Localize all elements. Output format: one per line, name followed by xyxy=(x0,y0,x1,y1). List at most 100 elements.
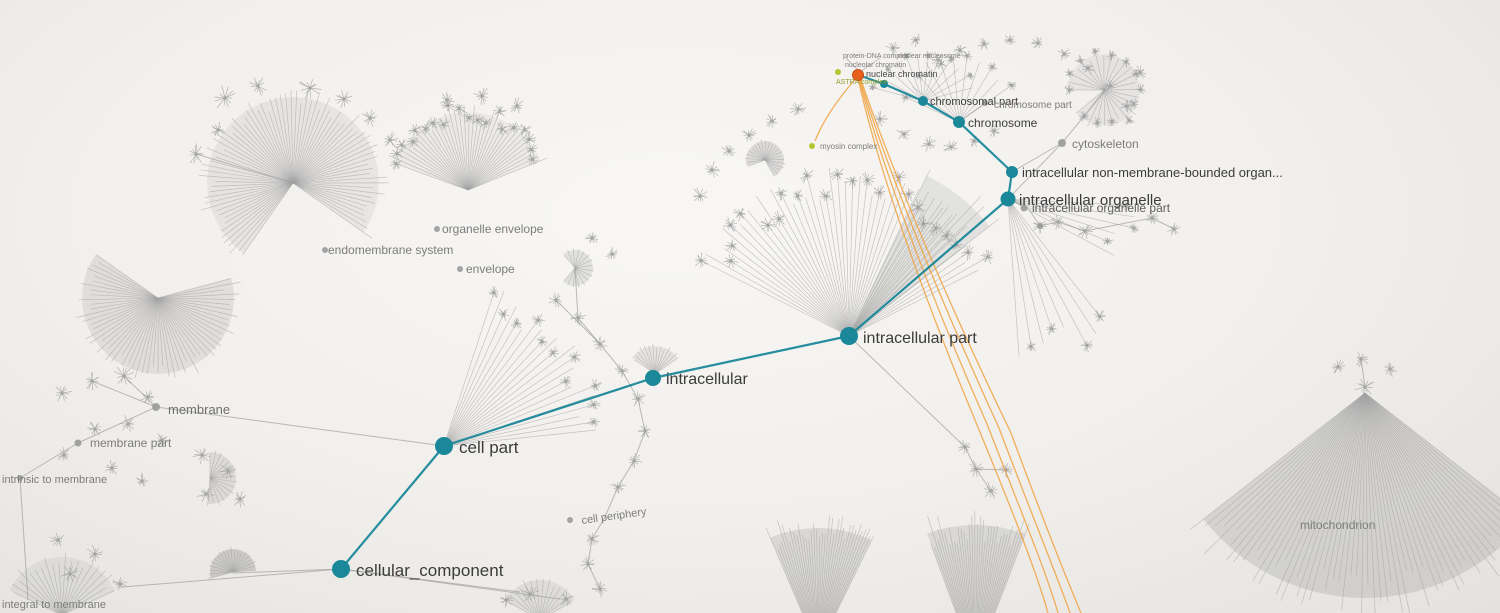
annotation-flow-edge xyxy=(858,78,1059,613)
node-chromosome[interactable] xyxy=(953,116,965,128)
collapsed-node-burst xyxy=(361,109,377,127)
collapsed-node-burst xyxy=(497,308,510,322)
collapsed-node-burst xyxy=(943,140,958,152)
collapsed-node-burst xyxy=(591,580,608,598)
collapsed-node-burst xyxy=(580,556,595,571)
collapsed-node-burst xyxy=(969,459,984,478)
collapsed-subtree-fan xyxy=(75,254,241,378)
collapsed-node-burst xyxy=(1057,48,1072,61)
collapsed-node-burst xyxy=(799,168,814,184)
collapsed-node-burst xyxy=(766,114,778,128)
node-intracellular_nmb_organelle[interactable] xyxy=(1006,166,1018,178)
collapsed-node-burst xyxy=(722,254,739,268)
collapsed-node-burst xyxy=(901,52,910,61)
term-node[interactable] xyxy=(434,226,440,232)
collapsed-node-burst xyxy=(830,168,844,180)
collapsed-node-burst xyxy=(958,440,971,454)
node-label-cell_part: cell part xyxy=(459,438,519,457)
collapsed-node-burst xyxy=(437,118,450,131)
collapsed-node-burst xyxy=(395,139,408,150)
collapsed-node-burst xyxy=(1103,79,1117,92)
collapsed-node-burst xyxy=(721,145,736,157)
collapsed-subtree-fan xyxy=(1064,47,1147,128)
node-chromosomal_part[interactable] xyxy=(918,96,928,106)
term-node[interactable] xyxy=(982,100,988,106)
graph-nodes[interactable] xyxy=(17,69,1066,578)
term-label: chromosome part xyxy=(994,100,1072,111)
collapsed-node-burst xyxy=(1384,362,1398,377)
collapsed-node-burst xyxy=(426,116,441,129)
term-label: cytoskeleton xyxy=(1072,137,1139,151)
collapsed-node-burst xyxy=(531,314,545,327)
collapsed-node-burst xyxy=(86,544,104,563)
collapsed-node-burst xyxy=(472,113,485,125)
collapsed-node-burst xyxy=(536,335,548,348)
collapsed-node-burst xyxy=(1092,117,1102,128)
collapsed-node-burst xyxy=(488,286,499,299)
term-node[interactable] xyxy=(457,266,463,272)
node-label-intracellular: intracellular xyxy=(666,371,748,388)
term-label: endomembrane system xyxy=(328,243,453,257)
collapsed-node-burst xyxy=(775,187,787,201)
collapsed-node-burst xyxy=(1106,117,1118,127)
term-label: membrane part xyxy=(90,436,172,450)
collapsed-node-burst xyxy=(1081,64,1095,75)
tree-edge xyxy=(19,442,79,479)
collapsed-node-burst xyxy=(940,229,955,243)
node-intracellular_part[interactable] xyxy=(840,327,858,345)
node-cellular_component[interactable] xyxy=(332,560,350,578)
tree-edge xyxy=(1007,142,1063,200)
term-label: nucleolar chromatin xyxy=(845,62,906,69)
term-label: protein-DNA complex xyxy=(843,53,910,60)
collapsed-node-burst xyxy=(518,124,532,137)
selected-path-edge xyxy=(443,376,654,448)
collapsed-subtree-fan xyxy=(1190,392,1500,613)
collapsed-subtree-fan xyxy=(632,343,679,375)
term-node[interactable] xyxy=(17,475,23,481)
collapsed-node-burst xyxy=(439,91,455,108)
collapsed-node-burst xyxy=(1120,99,1134,113)
term-node[interactable] xyxy=(74,439,82,447)
tree-edge xyxy=(599,343,623,372)
node-intracellular[interactable] xyxy=(645,370,661,386)
collapsed-node-burst xyxy=(390,148,404,160)
tree-edge xyxy=(603,486,619,520)
node-label-intracellular_nmb_organelle: intracellular non-membrane-bounded organ… xyxy=(1022,165,1283,180)
tree-edge xyxy=(964,446,977,470)
collapsed-node-burst xyxy=(980,249,994,265)
collapsed-node-burst xyxy=(55,385,72,402)
node-cell_part[interactable] xyxy=(435,437,453,455)
term-node[interactable] xyxy=(152,403,160,411)
term-node[interactable] xyxy=(1058,139,1066,147)
tree-edge xyxy=(19,477,29,601)
term-node[interactable] xyxy=(322,247,328,253)
tree-edge xyxy=(1084,217,1153,232)
term-label: envelope xyxy=(466,262,515,276)
highlighted-term-node[interactable] xyxy=(835,69,841,75)
collapsed-node-burst xyxy=(211,121,225,137)
term-label: mitochondrion xyxy=(1300,518,1375,532)
node-intracellular_organelle[interactable] xyxy=(1000,191,1016,207)
collapsed-node-burst xyxy=(987,62,998,72)
tree-edge xyxy=(1151,217,1175,230)
collapsed-node-burst xyxy=(1167,222,1181,236)
highlighted-term-node[interactable] xyxy=(809,143,815,149)
tree-edge xyxy=(1027,207,1041,227)
collapsed-node-burst xyxy=(705,161,721,178)
tree-edge xyxy=(555,299,601,345)
collapsed-subtree-fan xyxy=(868,50,975,102)
node-chromatin_link[interactable] xyxy=(880,80,888,88)
collapsed-node-burst xyxy=(87,421,102,437)
term-node[interactable] xyxy=(1020,204,1028,212)
tree-edge xyxy=(340,568,561,600)
collapsed-node-burst xyxy=(1123,115,1135,126)
term-node[interactable] xyxy=(1037,223,1043,229)
node-label-chromosome: chromosome xyxy=(968,116,1038,130)
node-selected-nuclear-chromatin[interactable] xyxy=(852,69,864,81)
collapsed-node-burst xyxy=(497,123,508,135)
collapsed-node-burst xyxy=(770,210,786,227)
term-node[interactable] xyxy=(567,517,573,523)
